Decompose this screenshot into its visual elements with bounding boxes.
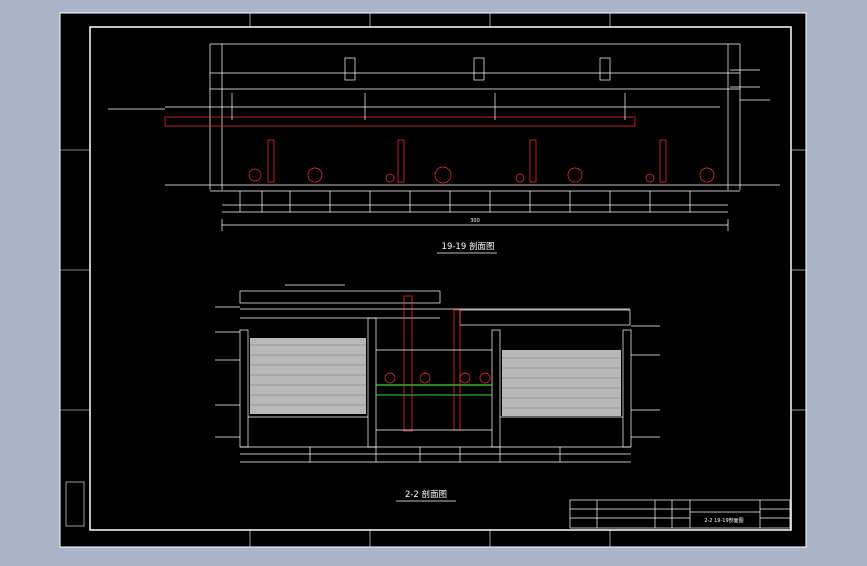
section-19-dim-total: 300 [470,218,480,224]
title-block-drawing-name: 2-2 19-19剖面图 [704,517,743,524]
section-19-19 [108,43,780,231]
filter-media-right [502,350,621,416]
title-block [569,499,791,529]
section-2-title: 2-2 剖面图 [405,489,447,500]
inner-frame [89,26,792,531]
filter-media-pattern [250,344,621,409]
sheet-grid-ticks [60,13,806,547]
drawing-sheet [59,12,807,548]
filter-media-left [250,338,366,414]
section-2-2 [215,284,660,463]
section-19-title: 19-19 剖面图 [442,241,495,252]
